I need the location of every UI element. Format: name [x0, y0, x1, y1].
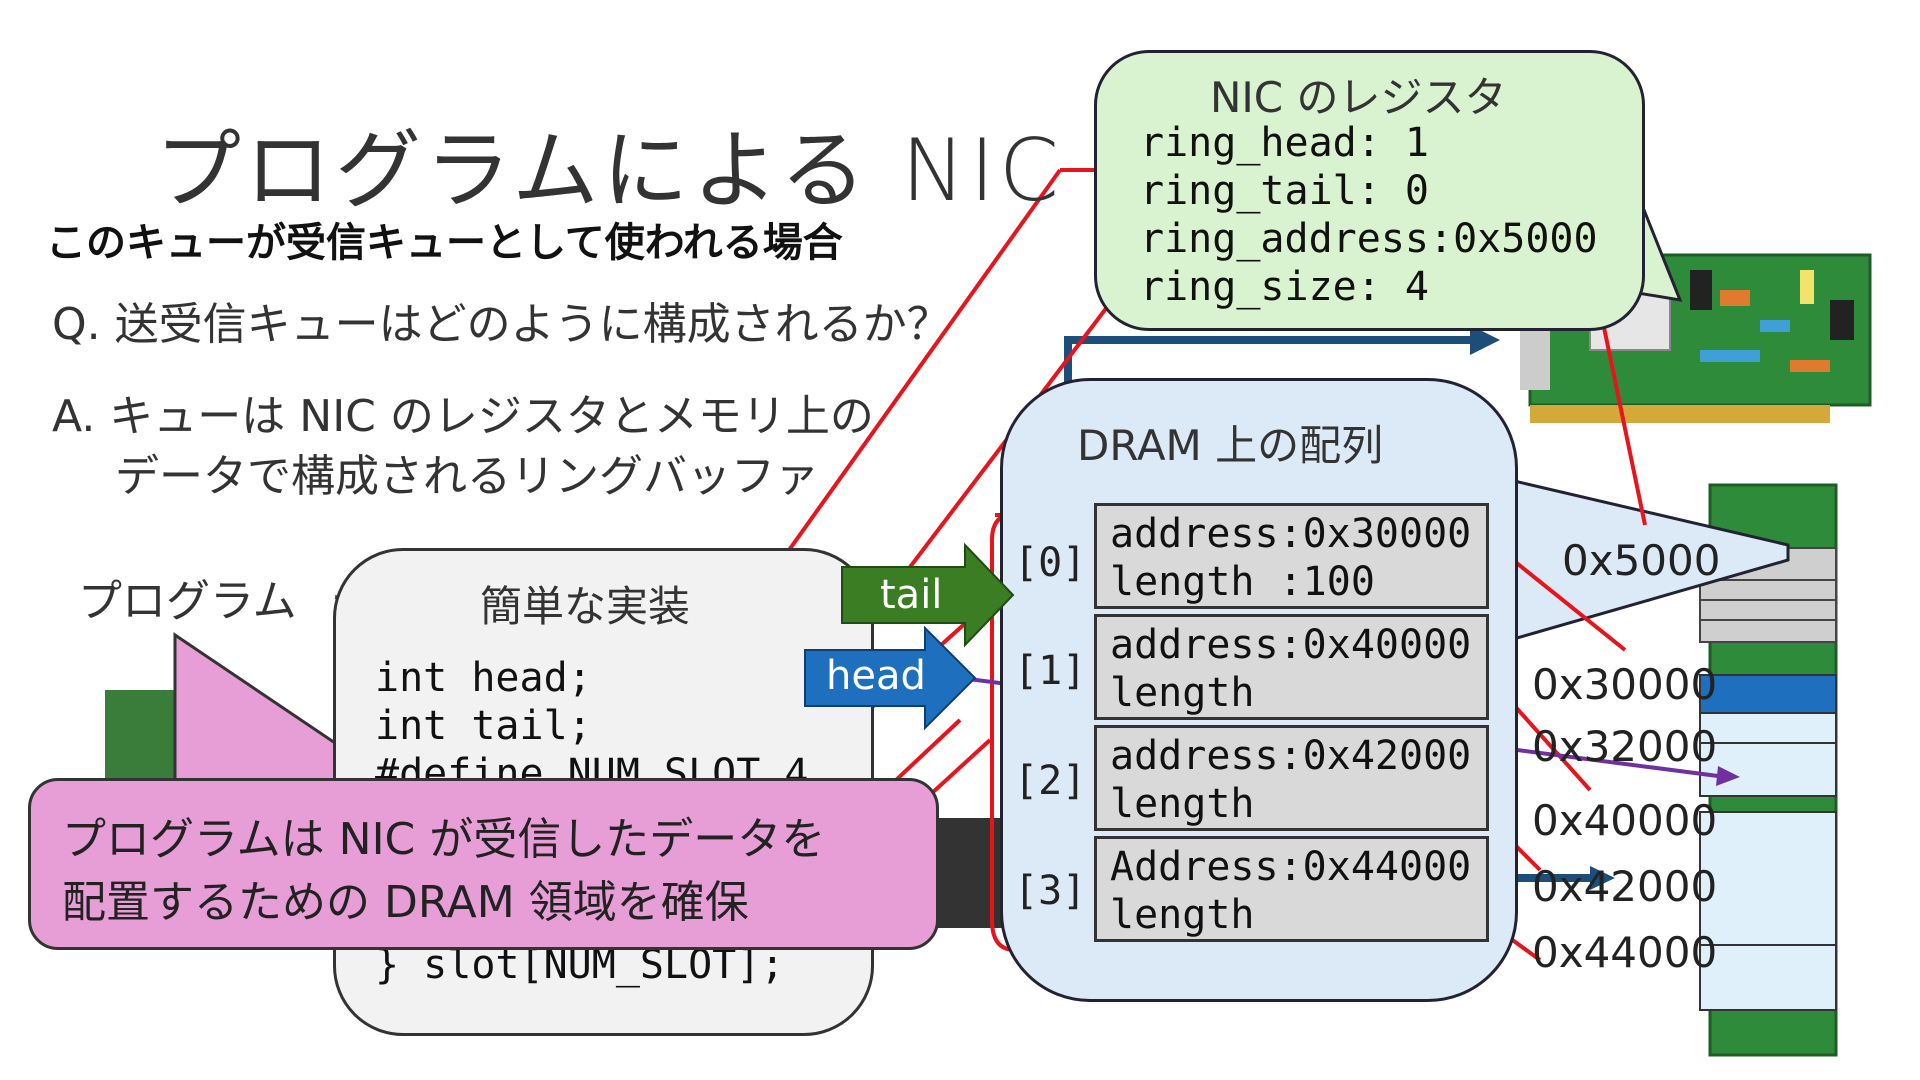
memory-address-label: 0x30000 [1532, 660, 1718, 709]
slot-length: length [1110, 781, 1255, 827]
nic-register-box [1094, 50, 1645, 331]
slot-index: [3] [1014, 868, 1087, 914]
slot-index: [1] [1014, 648, 1087, 694]
dram-slot-1 [1094, 614, 1489, 720]
slot-address: address:0x40000 [1110, 622, 1472, 668]
callout-text-line1: プログラムは NIC が受信したデータを [62, 814, 826, 865]
program-label: プログラム [78, 576, 297, 627]
memory-address-label: 0x44000 [1532, 928, 1718, 977]
code-line: int head; [375, 655, 592, 701]
subtitle: このキューが受信キューとして使われる場合 [46, 220, 843, 266]
answer-text-line2: データで構成されるリングバッファ [115, 451, 819, 502]
answer-text-line1: A. キューは NIC のレジスタとメモリ上の [52, 391, 874, 442]
memory-address-label: 0x32000 [1532, 722, 1718, 771]
register-line: ring_size: 4 [1140, 264, 1429, 310]
dram-array-title: DRAM 上の配列 [1077, 421, 1384, 470]
memory-address-label: 0x40000 [1532, 796, 1718, 845]
code-box-title: 簡単な実装 [480, 582, 691, 631]
dram-slot-0 [1094, 503, 1489, 609]
dram-slot-2 [1094, 725, 1489, 831]
callout-box [28, 778, 939, 950]
nic-register-title: NIC のレジスタ [1210, 73, 1507, 122]
purple-arrowhead [1716, 766, 1740, 786]
memory-address-label: 0x42000 [1532, 862, 1718, 911]
register-line: ring_head: 1 [1140, 120, 1429, 166]
bus-arrowhead-top [1470, 325, 1500, 355]
slot-length: length :100 [1110, 559, 1375, 605]
tail-arrow [841, 542, 1015, 648]
slot-address: address:0x42000 [1110, 733, 1472, 779]
slot-index: [2] [1014, 758, 1087, 804]
memory-module-icon [1699, 483, 1838, 1057]
code-line: int tail; [375, 703, 592, 749]
question-text: Q. 送受信キューはどのように構成されるか？ [52, 299, 951, 350]
head-arrow [804, 625, 977, 731]
register-line: ring_tail: 0 [1140, 168, 1429, 214]
slot-address: Address:0x44000 [1110, 844, 1472, 890]
head-pointer-label: head [826, 653, 926, 699]
slot-index: [0] [1014, 540, 1087, 586]
nic-card-icon [1520, 253, 1872, 423]
page-title: プログラムによる NIC の [155, 121, 1185, 221]
register-line: ring_address:0x5000 [1140, 216, 1598, 262]
bus-arrowhead-bottom [1590, 866, 1615, 890]
slot-length: length [1110, 670, 1255, 716]
dram-slot-3 [1094, 836, 1489, 942]
memory-address-label: 0x5000 [1562, 536, 1721, 585]
callout-text-line2: 配置するための DRAM 領域を確保 [62, 877, 749, 928]
slot-address: address:0x30000 [1110, 511, 1472, 557]
tail-pointer-label: tail [880, 572, 943, 618]
slot-length: length [1110, 892, 1255, 938]
